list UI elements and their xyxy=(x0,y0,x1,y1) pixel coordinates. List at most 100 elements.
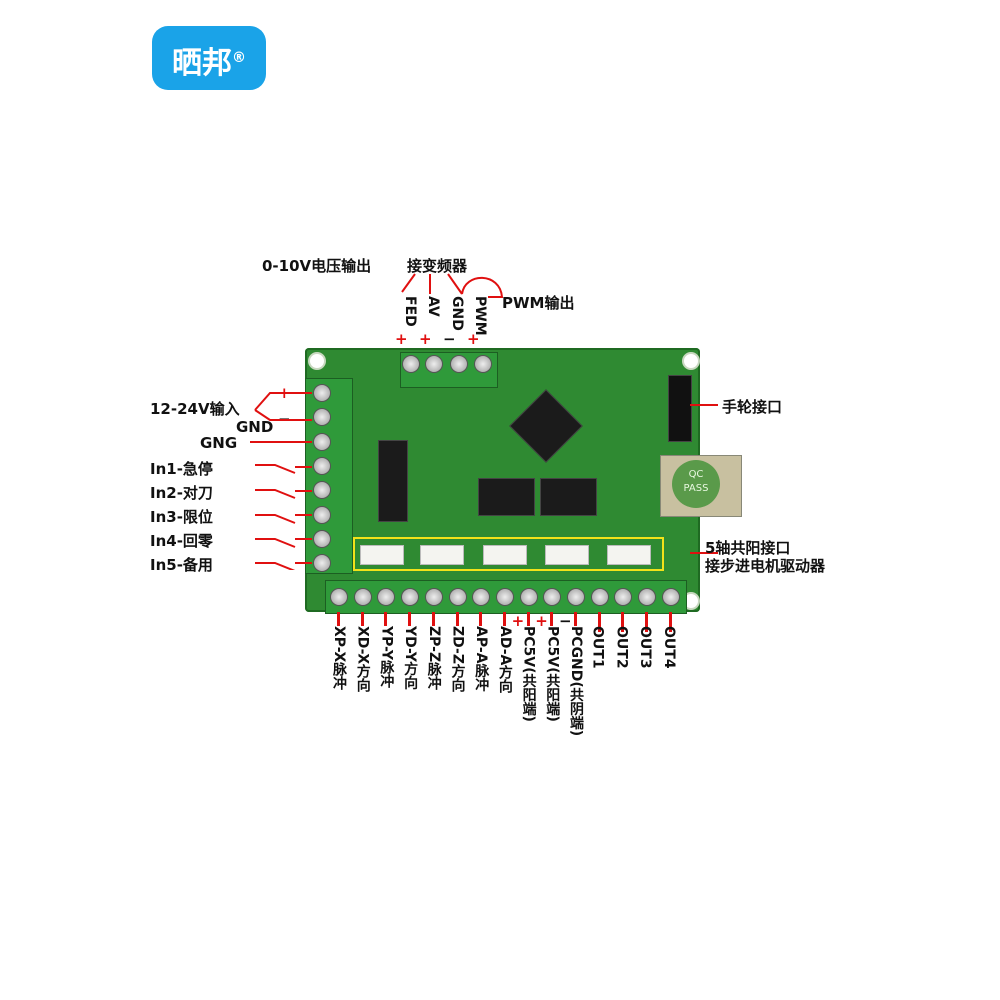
leader-line xyxy=(597,612,601,632)
handwheel-label: 手轮接口 xyxy=(722,398,783,416)
bottom-polarity: + xyxy=(511,612,525,630)
screw xyxy=(448,588,467,606)
leader-line xyxy=(384,612,388,626)
bottom-pin-label: OUT1 xyxy=(589,626,606,669)
screw xyxy=(472,588,491,606)
polarity-av: + xyxy=(419,330,432,348)
bottom-pin-label: PC5V(共阳端) xyxy=(544,626,561,722)
inverter-label: 接变频器 xyxy=(407,257,468,275)
axis-connector-highlight xyxy=(353,537,664,571)
bottom-pin-label: PC5V(共阳端) xyxy=(520,626,537,722)
bottom-pin-label: OUT3 xyxy=(637,626,654,669)
input-in4: In4-回零 xyxy=(150,532,213,550)
screw xyxy=(495,588,514,606)
screw xyxy=(313,432,331,451)
ic-chip xyxy=(540,478,597,516)
axis-connector-b xyxy=(607,545,651,565)
bottom-pin-label: XP-X脉冲 xyxy=(331,626,347,691)
input-in5: In5-备用 xyxy=(150,556,213,574)
screw xyxy=(474,355,492,373)
leader-line xyxy=(479,612,483,626)
handwheel-header xyxy=(668,375,692,442)
axis-connector-y xyxy=(420,545,464,565)
bottom-pin-label: ZD-Z方向 xyxy=(449,626,466,692)
screw xyxy=(313,408,331,427)
screw xyxy=(519,588,538,606)
common-anode-label: 5轴共阳接口 xyxy=(705,539,791,557)
leader-line xyxy=(431,612,435,626)
screw xyxy=(313,456,331,475)
qc-text: QC xyxy=(688,469,704,480)
voltage-output-label: 0-10V电压输出 xyxy=(262,257,372,275)
screw xyxy=(401,588,420,606)
right-leader-lines xyxy=(690,404,718,554)
optocoupler-array xyxy=(378,440,408,522)
bottom-polarity: + xyxy=(535,612,548,630)
bottom-polarity: − xyxy=(559,612,572,630)
polarity-gnd: − xyxy=(443,330,456,348)
bottom-pin-label: OUT4 xyxy=(660,626,677,669)
screw xyxy=(590,588,609,606)
screw xyxy=(353,588,372,606)
screw xyxy=(424,588,443,606)
brand-logo: 晒邦® xyxy=(152,26,266,90)
input-in1: In1-急停 xyxy=(150,460,213,478)
power-input-label: 12-24V输入 xyxy=(150,400,240,418)
leader-line xyxy=(337,612,340,626)
screw xyxy=(402,355,420,373)
screw xyxy=(425,355,443,373)
input-in2: In2-对刀 xyxy=(150,484,213,502)
leader-line xyxy=(360,612,364,626)
leader-line xyxy=(526,612,530,626)
stepper-driver-label: 接步进电机驱动器 xyxy=(705,557,826,575)
pwm-output-label: PWM输出 xyxy=(502,294,575,312)
bottom-pin-label: OUT2 xyxy=(613,626,630,669)
logo-text: 晒邦 xyxy=(172,46,232,81)
leader-line xyxy=(668,612,672,632)
registered-mark: ® xyxy=(232,50,246,66)
bottom-pin-label: YP-Y脉冲 xyxy=(378,626,395,689)
pin-pwm: PWM xyxy=(472,296,488,336)
axis-connector-x xyxy=(360,545,404,565)
screw xyxy=(377,588,396,606)
mount-hole xyxy=(308,352,326,370)
screw xyxy=(661,588,680,606)
screw xyxy=(543,588,562,606)
axis-connector-z xyxy=(483,545,527,565)
screw xyxy=(450,355,468,373)
leader-line xyxy=(455,612,459,626)
screw xyxy=(313,505,331,524)
polarity-fed: + xyxy=(395,330,408,348)
leader-line xyxy=(550,612,554,626)
pin-gnd: GND xyxy=(449,296,465,331)
top-leader-lines xyxy=(401,273,504,298)
bottom-pin-label: YD-Y方向 xyxy=(402,626,419,690)
leader-line xyxy=(408,612,412,626)
gnd-label: GND xyxy=(236,418,274,436)
bottom-pin-label: XD-X方向 xyxy=(354,626,371,693)
pin-av: AV xyxy=(425,296,441,317)
bottom-pin-label: PCGND(共阴端) xyxy=(568,626,584,737)
polarity-pwm: + xyxy=(467,330,480,348)
bottom-pin-label: ZP-Z脉冲 xyxy=(425,626,442,691)
axis-connector-a xyxy=(545,545,589,565)
screw xyxy=(313,554,331,573)
ic-chip xyxy=(478,478,535,516)
leader-line xyxy=(645,612,649,632)
screw xyxy=(313,384,331,402)
qc-pass-sticker: QC PASS xyxy=(672,460,720,508)
leader-line xyxy=(574,612,577,626)
leader-line xyxy=(502,612,506,626)
bottom-pin-label: AD-A方向 xyxy=(496,626,513,694)
gng-label: GNG xyxy=(200,434,238,452)
screw xyxy=(567,588,585,606)
pass-text: PASS xyxy=(683,483,709,494)
mount-hole xyxy=(682,352,700,370)
screw xyxy=(614,588,633,606)
screw xyxy=(313,481,331,500)
bottom-pin-label: AP-A脉冲 xyxy=(473,626,490,692)
screw xyxy=(313,529,331,548)
input-in3: In3-限位 xyxy=(150,508,213,526)
pin-fed: FED xyxy=(402,296,418,327)
left-leader-lines xyxy=(250,392,312,570)
